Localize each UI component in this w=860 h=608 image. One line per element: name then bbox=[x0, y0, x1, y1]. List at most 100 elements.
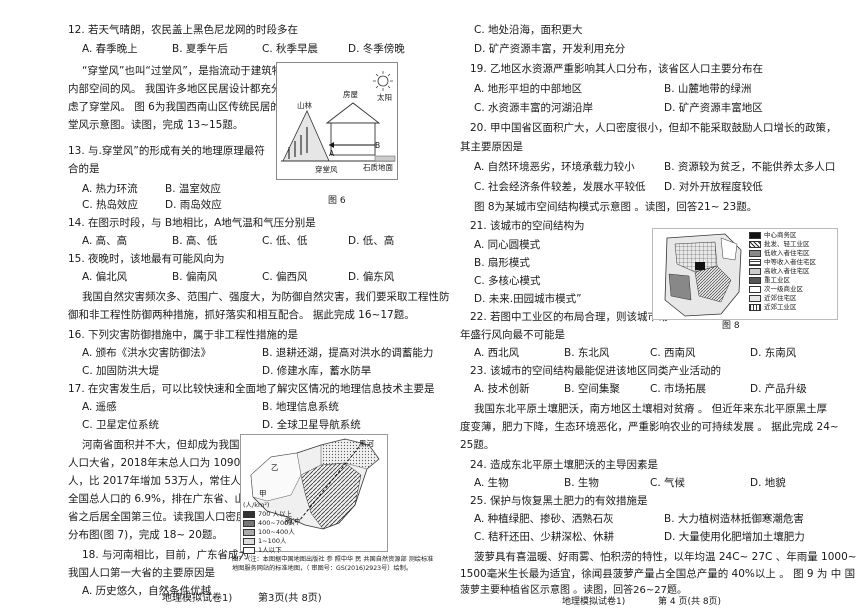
q14-option-c[interactable]: C. 低、低 bbox=[262, 235, 308, 247]
q25-option-b[interactable]: B. 大力植树造林抵御寒潮危害 bbox=[664, 513, 804, 525]
intro18-line4: 全国总人口的 6.9%，排在广东省、山 东 bbox=[68, 493, 259, 505]
fig8-legend-item: 高收入者住宅区 bbox=[749, 267, 837, 276]
intro21: 图 8为某城市空间结构模式示意图 。读图，回答21~ 23题。 bbox=[474, 201, 758, 213]
q24-option-c[interactable]: C. 气候 bbox=[650, 477, 686, 489]
fig7-label-jia: 甲 bbox=[259, 489, 267, 498]
q17-option-a[interactable]: A. 遥感 bbox=[82, 401, 117, 413]
intro16-line1: 我国自然灾害频次多、范围广、强度大，为防御自然灾害，我们要采取工程性防 bbox=[82, 291, 450, 303]
fig7-caption-line1: 图7 （注：本图据中国地图出版社 参 照中华 民 共国自然资源部 测绘标准 bbox=[232, 556, 434, 563]
q16-option-a[interactable]: A. 颁布《洪水灾害防御法》 bbox=[82, 347, 212, 359]
q14-option-b[interactable]: B. 高、低 bbox=[172, 235, 218, 247]
q24-option-d[interactable]: D. 地貌 bbox=[750, 477, 786, 489]
q12-option-b[interactable]: B. 夏季午后 bbox=[172, 43, 228, 55]
q14-option-d[interactable]: D. 低、高 bbox=[348, 235, 395, 247]
intro18-line6: 分布图(图 7)，完成 18~ 20题。 bbox=[68, 529, 223, 541]
q18-option-d[interactable]: D. 矿产资源丰富，开发利用充分 bbox=[474, 43, 626, 55]
q16-option-b[interactable]: B. 退耕还湖，提高对洪水的调蓄能力 bbox=[262, 347, 434, 359]
q22-option-b[interactable]: B. 东北风 bbox=[564, 347, 610, 359]
q23-option-d[interactable]: D. 产品升级 bbox=[750, 383, 807, 395]
mountain-shape bbox=[282, 110, 330, 162]
q18-option-a[interactable]: A. 历史悠久，自然条件优越 bbox=[82, 585, 212, 597]
q15-option-a[interactable]: A. 偏北风 bbox=[82, 271, 128, 283]
q22-option-d[interactable]: D. 东南风 bbox=[750, 347, 797, 359]
fig8-legend: 中心商务区 批发、轻工业区 低收入者住宅区 中等收入者住宅区 高收入者住宅区 重… bbox=[749, 231, 837, 312]
q16-option-c[interactable]: C. 加固防洪大堤 bbox=[82, 365, 160, 377]
q24-option-b[interactable]: B. 生物 bbox=[564, 477, 599, 489]
q15-option-b[interactable]: B. 偏南风 bbox=[172, 271, 218, 283]
zone-hatch bbox=[694, 265, 732, 303]
q17-option-b[interactable]: B. 地理信息系统 bbox=[262, 401, 339, 413]
q20-option-c[interactable]: C. 社会经济条件较差，发展水平较低 bbox=[474, 181, 646, 193]
footer-subject-right: 地理模拟试卷1) bbox=[562, 597, 626, 607]
fig8-legend-item: 批发、轻工业区 bbox=[749, 240, 837, 249]
intro24-line1: 我国东北平原土壤肥沃，南方地区土壤相对贫瘠 。 但近年来东北平原黑土厚 bbox=[474, 403, 828, 415]
fig8-legend-item: 近郊工业区 bbox=[749, 303, 837, 312]
q18-option-c[interactable]: C. 地处沿海，面积更大 bbox=[474, 24, 583, 36]
q23-option-c[interactable]: C. 市场拓展 bbox=[650, 383, 707, 395]
q20-stem-line1: 20. 甲中国省区面积广大，人口密度很小，但却不能采取鼓励人口增长的政策， bbox=[470, 122, 837, 134]
q20-option-b[interactable]: B. 资源较为贫乏，不能供养太多人口 bbox=[664, 161, 836, 173]
intro24-line3: 25题。 bbox=[460, 439, 495, 451]
q25-stem: 25. 保护与恢复黑土肥力的有效措施是 bbox=[470, 495, 648, 507]
fig6-label-wind: 穿堂风 bbox=[315, 165, 338, 174]
region-low-density bbox=[250, 452, 302, 502]
q13-option-a[interactable]: A. 热力环流 bbox=[82, 183, 138, 195]
q19-option-c[interactable]: C. 水资源丰富的河湖沿岸 bbox=[474, 102, 594, 114]
q19-stem: 19. 乙地区水资源严重影响其人口分布，该省区人口主要分布在 bbox=[470, 63, 764, 75]
intro18-line5: 省之后居全国第三位。读我国人口密度 bbox=[68, 511, 247, 523]
q12-option-c[interactable]: C. 秋季早晨 bbox=[262, 43, 319, 55]
fig7-label-heihe: 黑河 bbox=[359, 439, 374, 448]
q13-option-b[interactable]: B. 温室效应 bbox=[165, 183, 221, 195]
fig6-caption: 图 6 bbox=[328, 196, 346, 206]
q20-option-d[interactable]: D. 对外开放程度较低 bbox=[664, 181, 763, 193]
intro26-line1: 菠萝具有喜温暖、好雨雾、怕积涝的特性，以年均温 24C~ 27C 、年雨量 10… bbox=[474, 551, 857, 563]
q17-option-c[interactable]: C. 卫星定位系统 bbox=[82, 419, 160, 431]
q18-stem-line1: 18. 与河南相比，目前，广东省成为 bbox=[82, 549, 250, 561]
q13-option-d[interactable]: D. 雨岛效应 bbox=[165, 199, 222, 211]
q24-option-a[interactable]: A. 生物 bbox=[474, 477, 509, 489]
q23-option-a[interactable]: A. 技术创新 bbox=[474, 383, 530, 395]
q21-option-c[interactable]: C. 多核心模式 bbox=[474, 275, 541, 287]
q25-option-d[interactable]: D. 大量使用化肥增加土壤肥力 bbox=[664, 531, 805, 543]
q22-option-c[interactable]: C. 西南风 bbox=[650, 347, 696, 359]
q23-option-b[interactable]: B. 空间集聚 bbox=[564, 383, 620, 395]
fig8-legend-item: 次一级商业区 bbox=[749, 285, 837, 294]
q12-option-a[interactable]: A. 春季晚上 bbox=[82, 43, 138, 55]
q14-stem: 14. 在图示时段，与 B地相比，A地气温和气压分别是 bbox=[68, 217, 316, 229]
footer-subject-left: 地理模拟试卷1) bbox=[162, 593, 233, 604]
q25-option-a[interactable]: A. 种植绿肥、掺砂、洒熟石灰 bbox=[474, 513, 614, 525]
fig6-label-house: 房屋 bbox=[343, 90, 358, 99]
q13-option-c[interactable]: C. 热岛效应 bbox=[82, 199, 139, 211]
fig8-legend-item: 重工业区 bbox=[749, 276, 837, 285]
q22-option-a[interactable]: A. 西北风 bbox=[474, 347, 520, 359]
fig7-legend-item: 1人以下 bbox=[243, 546, 293, 555]
q21-option-a[interactable]: A. 同心圆模式 bbox=[474, 239, 541, 251]
q22-stem-line1: 22. 若图中工业区的布局合理，则该城市常 bbox=[470, 311, 669, 323]
q21-option-b[interactable]: B. 扇形模式 bbox=[474, 257, 530, 269]
q14-option-a[interactable]: A. 高、高 bbox=[82, 235, 128, 247]
q12-option-d[interactable]: D. 冬季傍晚 bbox=[348, 43, 405, 55]
q19-option-d[interactable]: D. 矿产资源丰富地区 bbox=[664, 102, 763, 114]
q21-option-d[interactable]: D. 未来.田园城市模式” bbox=[474, 293, 582, 305]
q25-option-c[interactable]: C. 秸秆还田、少耕深松、休耕 bbox=[474, 531, 615, 543]
q20-option-a[interactable]: A. 自然环境恶劣，环境承载力较小 bbox=[474, 161, 635, 173]
q15-option-c[interactable]: C. 偏西风 bbox=[262, 271, 308, 283]
q17-stem: 17. 在灾害发生后，可以比较快速和全面地了解灾区情况的地理信息技术主要是 bbox=[68, 383, 435, 395]
fig8-caption: 图 8 bbox=[722, 321, 740, 331]
fig6-label-stone: 石质地面 bbox=[363, 163, 393, 172]
fig8-legend-item: 中等收入者住宅区 bbox=[749, 258, 837, 267]
q22-stem-line2: 年盛行风向最不可能是 bbox=[460, 329, 565, 341]
fig7-label-tengchong: 腾冲 bbox=[285, 517, 300, 526]
fig7-legend-item: 1~100人 bbox=[243, 537, 293, 546]
q15-option-d[interactable]: D. 偏东风 bbox=[348, 271, 395, 283]
q17-option-d[interactable]: D. 全球卫星导航系统 bbox=[262, 419, 361, 431]
right-page: C. 地处沿海，面积更大 D. 矿产资源丰富，开发利用充分 19. 乙地区水资源… bbox=[430, 0, 860, 608]
figure-7-map: 黑河 腾冲 乙 甲 (人/km²) 700 人以上 400~700人 100~4… bbox=[240, 434, 388, 555]
q18-stem-line2: 我国人口第一大省的主要原因是 bbox=[68, 567, 215, 579]
q19-option-b[interactable]: B. 山麓地带的绿洲 bbox=[664, 83, 752, 95]
q16-option-d[interactable]: D. 修建水库，蓄水防旱 bbox=[262, 365, 372, 377]
intro18-line2: 人口大省，2018年末总人口为 10906万 bbox=[68, 457, 258, 469]
figure-6: 山林 房屋 太阳 A B 石质地面 穿堂风 bbox=[276, 62, 398, 180]
q19-option-a[interactable]: A. 地形平坦的中部地区 bbox=[474, 83, 583, 95]
stone-ground bbox=[374, 155, 396, 162]
